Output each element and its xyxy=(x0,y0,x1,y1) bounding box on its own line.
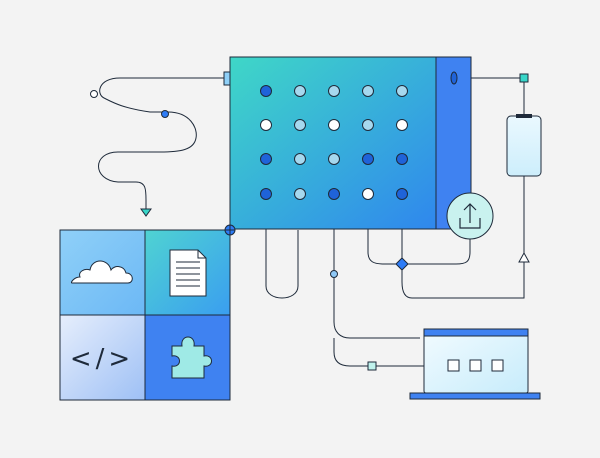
grid-dot xyxy=(260,153,272,165)
panel-port-left xyxy=(223,71,231,86)
wire-node-light xyxy=(330,270,338,278)
dot-grid xyxy=(260,85,408,200)
grid-dot xyxy=(260,188,272,200)
connector-lines xyxy=(98,77,525,367)
grid-dot xyxy=(328,85,340,97)
grid-dot xyxy=(362,153,374,165)
grid-dot xyxy=(396,85,408,97)
grid-dot xyxy=(396,188,408,200)
puzzle-icon xyxy=(171,336,212,379)
wire-diamond xyxy=(395,257,409,271)
grid-dot xyxy=(260,85,272,97)
document-icon xyxy=(169,249,207,297)
upload-icon xyxy=(459,203,481,229)
upload-badge xyxy=(446,192,494,240)
wire-col1-loop xyxy=(265,194,299,299)
wire-top-left xyxy=(98,77,226,210)
code-icon: </> xyxy=(70,344,134,374)
laptop-windows xyxy=(447,359,504,372)
grid-dot xyxy=(260,119,272,131)
panel-port-right xyxy=(450,71,458,85)
grid-dot xyxy=(396,153,408,165)
wire-node-blue xyxy=(161,110,169,118)
grid-dot xyxy=(294,119,306,131)
tile-grid: </> xyxy=(59,229,231,401)
wire-upload-diamond xyxy=(402,238,471,265)
laptop-icon xyxy=(409,328,541,400)
wire-arrow-up xyxy=(518,251,530,263)
corner-node xyxy=(224,224,236,236)
wire-col4-diamond xyxy=(367,194,402,265)
grid-dot xyxy=(294,188,306,200)
grid-dot xyxy=(294,153,306,165)
grid-dot xyxy=(362,119,374,131)
wire-col3-down xyxy=(333,194,420,339)
grid-dot xyxy=(362,85,374,97)
grid-dot xyxy=(362,188,374,200)
wire-node-teal xyxy=(519,73,529,83)
wire-arrow-down xyxy=(140,208,152,217)
grid-dot xyxy=(328,119,340,131)
wire-node-square xyxy=(367,361,377,371)
grid-dot xyxy=(294,85,306,97)
grid-dot xyxy=(328,188,340,200)
tile-code xyxy=(59,314,146,401)
wire-phone-down xyxy=(401,176,525,299)
grid-dot xyxy=(328,153,340,165)
wire-laptop xyxy=(333,338,424,367)
cloud-icon xyxy=(71,260,133,284)
main-grid-panel xyxy=(223,56,472,230)
phone-icon xyxy=(506,114,542,177)
grid-dot xyxy=(396,119,408,131)
wire-node-open xyxy=(90,90,98,98)
